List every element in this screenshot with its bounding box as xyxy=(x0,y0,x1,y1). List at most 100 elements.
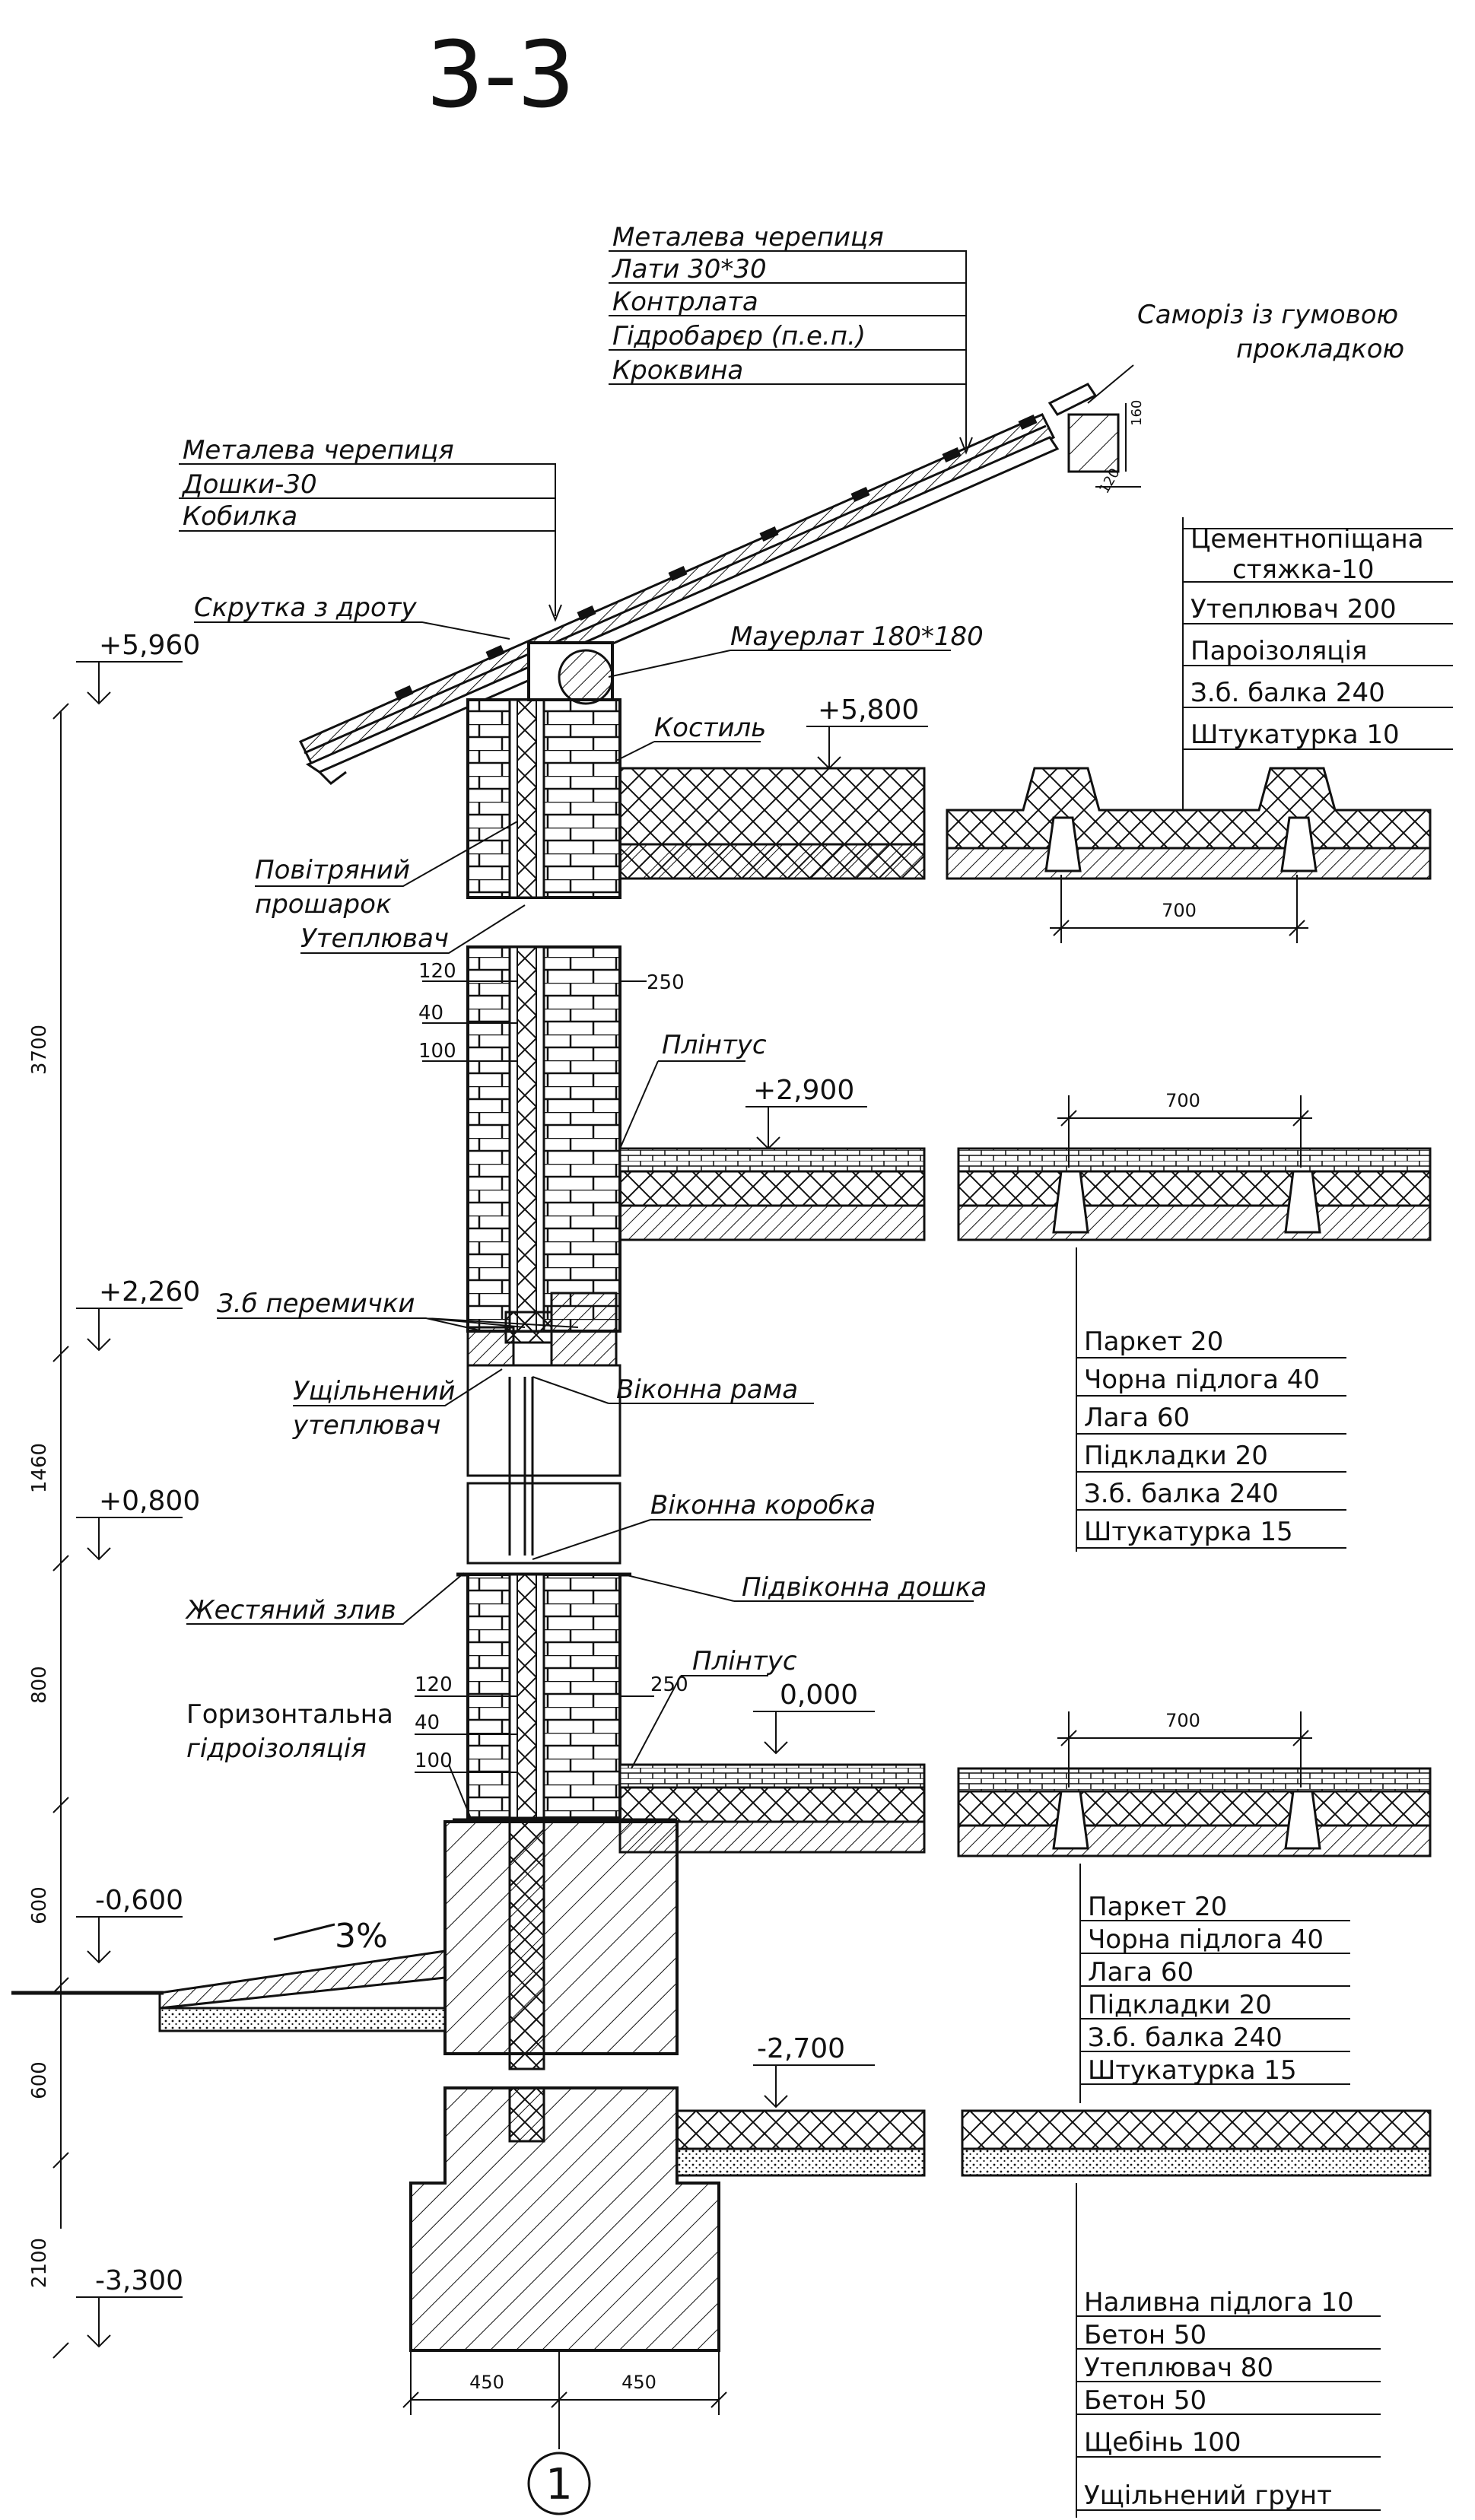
svg-text:Ущільнений: Ущільнений xyxy=(293,1376,456,1406)
floor-1-detail xyxy=(957,1711,1432,1857)
screw-label-1: Саморіз із гумовою xyxy=(1137,300,1398,330)
roof-slope xyxy=(298,413,1060,785)
svg-text:Бетон 50: Бетон 50 xyxy=(1084,2385,1206,2416)
svg-text:+5,800: +5,800 xyxy=(818,694,919,726)
svg-text:Лага 60: Лага 60 xyxy=(1084,1403,1190,1433)
svg-text:Кроквина: Кроквина xyxy=(612,355,743,386)
svg-text:Чорна підлога 40: Чорна підлога 40 xyxy=(1088,1924,1324,1955)
floor-1-layer-list: Паркет 20 Чорна підлога 40 Лага 60 Підкл… xyxy=(1079,1864,1350,2103)
svg-text:120: 120 xyxy=(418,960,456,983)
elevation-mark-5800: +5,800 xyxy=(806,694,928,770)
svg-text:прошарок: прошарок xyxy=(255,889,392,920)
svg-text:Пароізоляція: Пароізоляція xyxy=(1190,636,1367,666)
floor-2-detail xyxy=(957,1095,1432,1241)
lintel xyxy=(466,1292,618,1367)
elevation-mark-0800: +0,800 xyxy=(76,1486,200,1561)
elevation-mark-0000: 0,000 xyxy=(753,1679,875,1755)
svg-text:Мауерлат 180*180: Мауерлат 180*180 xyxy=(730,621,984,652)
svg-text:Підвіконна дошка: Підвіконна дошка xyxy=(742,1572,987,1603)
svg-text:Лати 30*30: Лати 30*30 xyxy=(611,254,767,284)
svg-text:Дошки-30: Дошки-30 xyxy=(181,469,317,500)
foundation-upper xyxy=(443,1820,679,2070)
elevation-mark-2900: +2,900 xyxy=(745,1075,867,1150)
svg-text:Віконна рама: Віконна рама xyxy=(616,1374,798,1405)
svg-text:1: 1 xyxy=(545,2460,573,2509)
roof-battens xyxy=(394,415,1038,701)
beam-spacing-3: 700 xyxy=(1165,1710,1200,1731)
svg-text:Контрлата: Контрлата xyxy=(612,287,758,317)
svg-text:Гідробарєр (п.е.п.): Гідробарєр (п.е.п.) xyxy=(612,321,866,351)
svg-text:Віконна коробка: Віконна коробка xyxy=(650,1490,876,1521)
foundation-dims xyxy=(402,2350,727,2449)
svg-text:Щебінь 100: Щебінь 100 xyxy=(1084,2427,1241,2458)
attic-layer-list: Цементнопіщана стяжка-10 Утеплювач 200 П… xyxy=(1182,517,1453,810)
wall-upper-floor xyxy=(466,945,621,1333)
beam-spacing-1: 700 xyxy=(1162,900,1197,921)
svg-text:40: 40 xyxy=(418,1002,443,1025)
wall-attic xyxy=(466,641,621,899)
svg-text:Утеплювач 200: Утеплювач 200 xyxy=(1190,594,1397,624)
floor-1-slab xyxy=(618,1763,926,1854)
elevation-mark-minus-2700: -2,700 xyxy=(753,2033,875,2108)
svg-text:Горизонтальна: Горизонтальна xyxy=(186,1699,393,1730)
elevation-mark-minus-0600: -0,600 xyxy=(76,1885,183,1964)
svg-text:Утеплювач 80: Утеплювач 80 xyxy=(1084,2353,1273,2383)
roof-callout-2: Металева черепиця Дошки-30 Кобилка xyxy=(179,435,562,622)
svg-text:-2,700: -2,700 xyxy=(757,2033,845,2064)
svg-text:+2,900: +2,900 xyxy=(753,1075,854,1106)
svg-text:Плінтус: Плінтус xyxy=(662,1030,767,1060)
svg-text:100: 100 xyxy=(415,1749,453,1772)
wall-dims-upper: 120 40 100 250 xyxy=(418,960,685,1063)
svg-text:Підкладки 20: Підкладки 20 xyxy=(1088,1990,1272,2020)
svg-text:Ущільнений грунт: Ущільнений грунт xyxy=(1084,2480,1332,2511)
section-title: 3-3 xyxy=(426,23,575,129)
dim-600-a: 600 xyxy=(28,1886,51,1924)
screw-leader xyxy=(1087,364,1134,404)
svg-text:Скрутка з дроту: Скрутка з дроту xyxy=(194,593,418,623)
svg-text:+2,260: +2,260 xyxy=(99,1276,200,1308)
svg-text:З.б. балка 240: З.б. балка 240 xyxy=(1190,678,1385,708)
dim-600-b: 600 xyxy=(28,2061,51,2099)
svg-text:стяжка-10: стяжка-10 xyxy=(1232,555,1375,585)
slope-label: 3% xyxy=(335,1917,388,1956)
basement-layer-list: Наливна підлога 10 Бетон 50 Утеплювач 80… xyxy=(1076,2183,1381,2518)
svg-text:утеплювач: утеплювач xyxy=(292,1410,440,1441)
floor-2-layer-list: Паркет 20 Чорна підлога 40 Лага 60 Підкл… xyxy=(1076,1247,1346,1552)
dim-1460: 1460 xyxy=(28,1443,51,1493)
svg-text:Штукатурка 10: Штукатурка 10 xyxy=(1190,720,1400,750)
floor-2-slab xyxy=(618,1147,926,1241)
svg-text:-3,300: -3,300 xyxy=(95,2265,183,2296)
svg-text:Металева черепиця: Металева черепиця xyxy=(612,222,884,253)
svg-text:гідроізоляція: гідроізоляція xyxy=(186,1733,367,1764)
svg-text:Паркет 20: Паркет 20 xyxy=(1088,1892,1227,1922)
attic-floor-detail xyxy=(946,767,1432,943)
svg-text:-0,600: -0,600 xyxy=(95,1885,183,1916)
svg-text:Плінтус: Плінтус xyxy=(692,1646,797,1676)
svg-text:120: 120 xyxy=(415,1673,453,1696)
basement-slab xyxy=(676,2109,926,2177)
svg-text:Штукатурка 15: Штукатурка 15 xyxy=(1088,2055,1297,2086)
svg-text:100: 100 xyxy=(418,1040,456,1063)
basement-floor-detail xyxy=(961,2109,1432,2177)
foundation-lower xyxy=(409,2086,720,2352)
svg-text:З.б. балка 240: З.б. балка 240 xyxy=(1088,2023,1283,2053)
svg-text:Підкладки 20: Підкладки 20 xyxy=(1084,1441,1268,1471)
screw-dim-160: 160 xyxy=(1129,400,1145,426)
wall-dims-lower: 120 40 100 250 xyxy=(415,1673,688,1773)
svg-text:Кобилка: Кобилка xyxy=(183,501,297,532)
axis-marker: 1 xyxy=(527,2452,591,2515)
svg-text:Костиль: Костиль xyxy=(654,713,766,743)
dim-800: 800 xyxy=(28,1666,51,1704)
dim-2100: 2100 xyxy=(28,2238,51,2288)
beam-spacing-2: 700 xyxy=(1165,1090,1200,1111)
svg-text:Повітряний: Повітряний xyxy=(255,855,410,885)
elevation-mark-2260: +2,260 xyxy=(76,1276,200,1352)
svg-text:Паркет 20: Паркет 20 xyxy=(1084,1327,1223,1357)
wall-labels: Скрутка з дроту Мауерлат 180*180 Костиль… xyxy=(185,593,987,1821)
attic-slab xyxy=(618,767,926,880)
svg-text:Утеплювач: Утеплювач xyxy=(300,923,449,954)
screw-label-2: прокладкою xyxy=(1236,334,1404,364)
svg-text:Жестяний злив: Жестяний злив xyxy=(185,1595,396,1625)
svg-text:Штукатурка 15: Штукатурка 15 xyxy=(1084,1517,1293,1547)
